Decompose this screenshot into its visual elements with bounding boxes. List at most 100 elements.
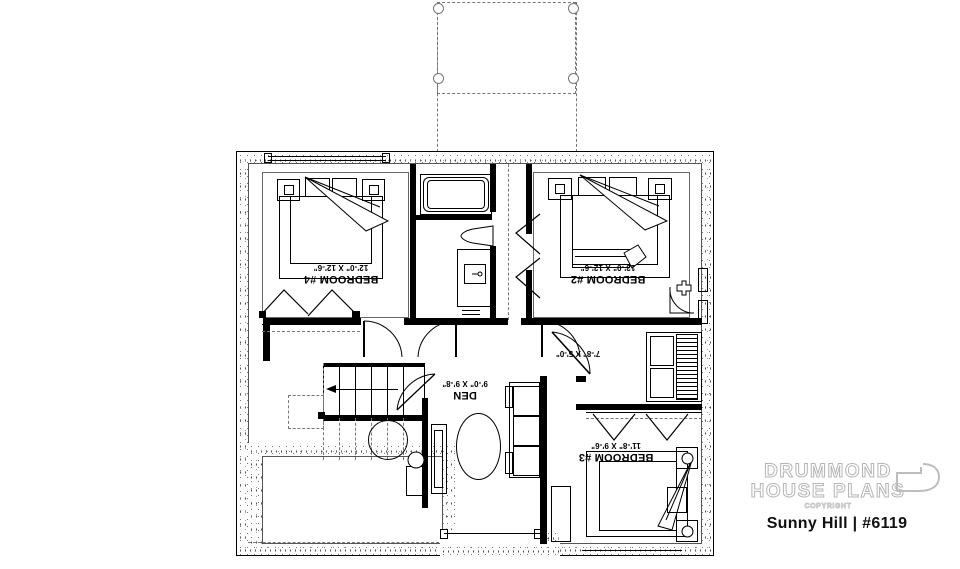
wall-den-left: [422, 398, 428, 508]
closet-shelf: [262, 324, 360, 325]
side-table: [406, 466, 425, 496]
faucet-icon: [472, 271, 483, 277]
nightstand: [648, 178, 672, 200]
nightstand-inner: [284, 185, 294, 195]
vanity-cabinet: [457, 249, 493, 307]
nightstand: [277, 179, 300, 201]
unexcavated-dashed-edge: [248, 542, 444, 543]
stair-direction-line: [334, 389, 398, 390]
nightstand-inner: [369, 185, 379, 195]
vanity-drawer-lines: [462, 307, 480, 319]
wall-closet-south-b: [576, 404, 702, 410]
bedroom4-inner-line: [262, 172, 409, 318]
wall-den-right: [540, 376, 547, 544]
drummond-d-mark-icon: [896, 463, 941, 492]
wall-closet-south: [576, 376, 586, 382]
bathtub-rim: [423, 177, 489, 212]
room-name: DEN: [453, 389, 477, 401]
stair-tread: [387, 366, 388, 416]
stair-top-beam: [323, 363, 425, 367]
throw-pillow-icon: [623, 244, 647, 269]
wall-corridor-stub-left: [263, 318, 270, 361]
closet-door-icon[interactable]: [644, 412, 690, 444]
stair-tread: [371, 366, 372, 416]
stair-projection: [355, 418, 356, 460]
closet-rod: [586, 418, 702, 419]
nightstand: [362, 179, 385, 201]
sofa-cushion: [513, 416, 540, 446]
bench-seam: [575, 256, 627, 257]
deck-post-icon: [433, 3, 444, 14]
closet-door-icon[interactable]: [512, 256, 542, 300]
foundation-step-inner: [443, 531, 543, 543]
closet-shelf-band: [586, 412, 702, 413]
room-name: BEDROOM #2: [570, 273, 646, 285]
room-label-den: DEN 9'-0" X 9'-8": [425, 378, 505, 401]
closet-door-icon[interactable]: [591, 412, 637, 444]
window-band-top-left-2: [268, 160, 386, 161]
door-swing-closet[interactable]: [550, 330, 592, 376]
window-frame-bottom: [440, 529, 448, 539]
wall-bath-left: [410, 164, 416, 319]
bedroom2-inner-line: [533, 172, 690, 318]
stair-projection: [339, 418, 340, 460]
wall-bedroom2-left-lower: [526, 270, 532, 320]
unexcavated-inner: [262, 456, 442, 544]
oval-rug: [456, 413, 501, 480]
stair-direction-arrow: [326, 385, 336, 393]
nightstand-round: [676, 447, 698, 469]
toilet-icon: [460, 225, 494, 247]
wall-corridor-north-left: [263, 318, 361, 325]
nightstand-round-icon: [681, 525, 694, 538]
sofa-cushion: [513, 446, 540, 476]
window-band-top-left: [268, 156, 386, 157]
window-frame-right: [698, 300, 708, 324]
nightstand-inner: [655, 184, 665, 194]
stair-tread: [339, 366, 340, 416]
sofa-arm: [505, 386, 513, 408]
duvet-fold-icon: [579, 174, 669, 231]
corner-sink-icon: [669, 286, 695, 314]
closet-door-panel[interactable]: [650, 336, 674, 366]
closet-door-icon[interactable]: [512, 212, 542, 256]
wall-bath-right: [490, 164, 496, 212]
duvet-fold-icon: [304, 176, 390, 232]
room-dimensions: 13'-0" X 12'-6": [580, 263, 636, 272]
logo-line-1: DRUMMOND: [764, 461, 892, 482]
bed-outer-frame: [586, 451, 688, 537]
wall-bedroom2-left: [526, 164, 532, 234]
closet-door-panel[interactable]: [650, 368, 674, 398]
unexcavated-outline: [262, 456, 443, 544]
window-frame-top-left-end: [382, 153, 390, 163]
closet-door-icon[interactable]: [258, 284, 310, 318]
dresser: [551, 486, 571, 542]
logo-line-2: HOUSE PLANS: [750, 481, 906, 502]
vanity-sink-basin: [464, 264, 486, 284]
door-jamb: [352, 311, 360, 319]
upper-deck-outline: [437, 2, 576, 94]
closet-door-icon[interactable]: [306, 284, 358, 318]
bathtub: [420, 174, 492, 215]
door-swing-bedroom2[interactable]: [536, 319, 582, 359]
room-label-bedroom4: BEDROOM #4 12'-0" X 12'-6": [286, 262, 396, 285]
nightstand-inner: [555, 184, 565, 194]
lamp-icon: [407, 451, 425, 469]
console-shelf: [434, 430, 443, 488]
window-frame-right: [698, 268, 708, 292]
door-swing-den[interactable]: [395, 372, 437, 412]
deck-post-icon: [568, 73, 579, 84]
round-column: [368, 420, 408, 460]
deck-post-icon: [568, 3, 579, 14]
window-frame-top-left: [264, 153, 272, 163]
plan-title: Sunny Hill | #6119: [766, 515, 908, 532]
pillow: [667, 487, 687, 513]
door-swing-bathroom[interactable]: [416, 319, 458, 359]
room-label-bedroom2: BEDROOM #2 13'-0" X 12'-6": [548, 262, 668, 285]
window-band-bedroom3-bottom: [582, 550, 682, 551]
deck-post-icon: [433, 73, 444, 84]
logo-copyright: COPYRIGHT: [804, 503, 852, 511]
closet-rod: [262, 331, 360, 332]
bathtub-basin: [427, 180, 485, 209]
door-swing-bedroom4[interactable]: [360, 319, 404, 359]
